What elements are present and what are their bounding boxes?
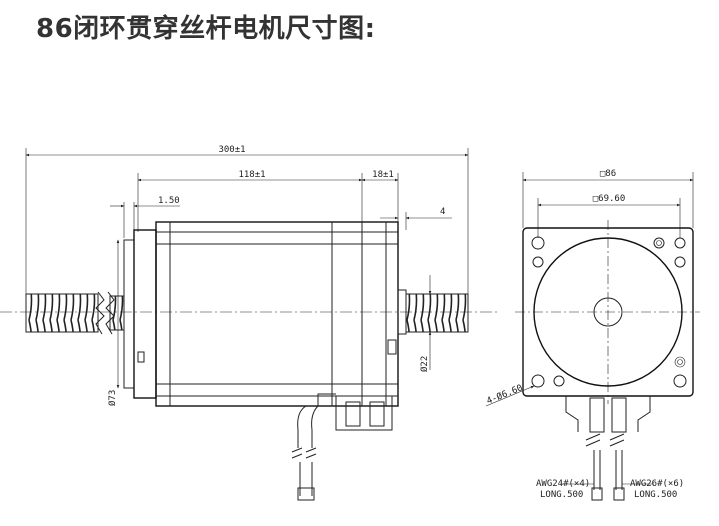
page-title: 86闭环贯穿丝杆电机尺寸图: <box>36 14 376 44</box>
dim-pilot: Ø73 <box>107 239 120 406</box>
dim-overall: 300±1 <box>25 145 469 300</box>
wire-left-length: LONG.500 <box>540 490 583 500</box>
flange-notch <box>137 351 145 363</box>
dim-flange-label: 1.50 <box>158 196 180 206</box>
front-view: □86 □69.60 <box>485 169 700 501</box>
dim-outer-label: □86 <box>600 169 616 179</box>
pilot-circle <box>533 237 683 387</box>
dim-pilot-label: Ø73 <box>107 390 118 406</box>
dim-body-label: 118±1 <box>238 170 265 180</box>
mount-holes <box>531 236 687 388</box>
wire-right-length: LONG.500 <box>634 490 677 500</box>
wire-right-label: AWG26#(×6) <box>630 479 684 489</box>
front-pilot <box>123 239 135 389</box>
side-view: 300±1 118±1 18±1 1.50 4 <box>0 145 500 501</box>
dim-outer: □86 <box>522 169 694 228</box>
dim-holes-label: □69.60 <box>593 194 626 204</box>
front-cable <box>560 396 654 501</box>
dim-mount-label: 4-Ø6.60 <box>485 382 524 406</box>
dim-shaft-label: Ø22 <box>419 356 430 372</box>
front-flange <box>133 229 157 399</box>
dim-rear-label: 18±1 <box>372 170 394 180</box>
dim-shaft: Ø22 <box>419 275 432 372</box>
dim-gap-label: 4 <box>440 207 445 217</box>
shaft-bore <box>593 297 623 327</box>
dim-overall-label: 300±1 <box>218 145 245 155</box>
dim-gap: 4 <box>380 207 452 230</box>
lead-screw-right <box>405 293 469 333</box>
dim-rear: 18±1 <box>361 170 399 222</box>
wire-left-label: AWG24#(×4) <box>536 479 590 489</box>
lead-screw-left <box>25 291 125 335</box>
dim-mount: 4-Ø6.60 <box>485 382 535 407</box>
side-cable <box>291 393 393 501</box>
dim-holes: □69.60 <box>537 194 681 238</box>
